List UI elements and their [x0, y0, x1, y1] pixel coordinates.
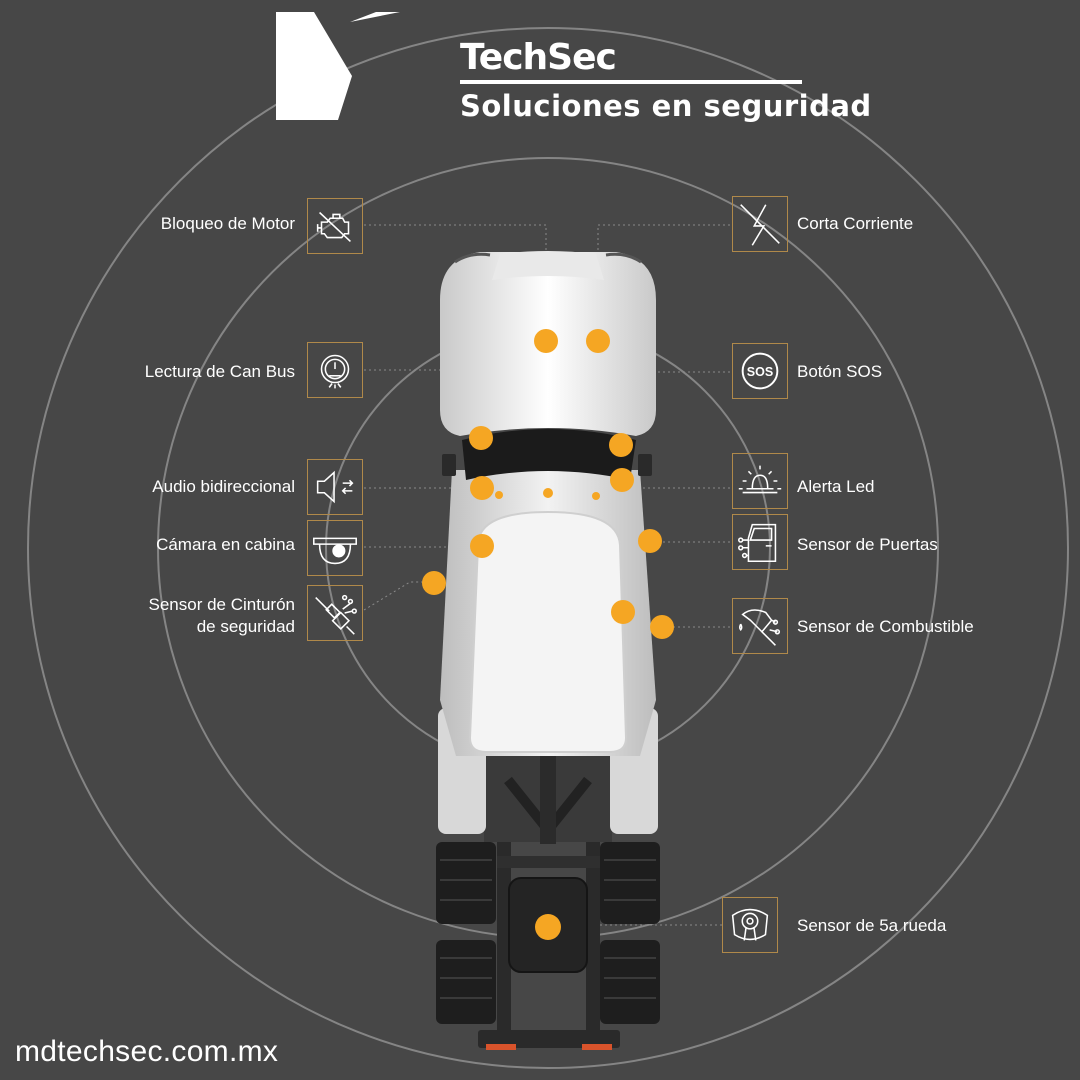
sensor-marker-engine [534, 329, 558, 353]
brand-divider [460, 80, 802, 84]
sos-icon-text: SOS [747, 365, 773, 379]
feature-label-fuel-sensor: Sensor de Combustible [797, 617, 974, 636]
sensor-marker-cab-left [469, 426, 493, 450]
sensor-marker-audio [470, 476, 494, 500]
sensor-marker-light [543, 488, 553, 498]
truck-bumper-rear [478, 1030, 620, 1048]
feature-label-engine-block: Bloqueo de Motor [160, 214, 295, 233]
truck-rear-wheel [600, 842, 660, 924]
sensor-marker-light [495, 491, 503, 499]
sensor-marker-camera [470, 534, 494, 558]
truck-frame-rail-left [497, 840, 511, 1040]
sensor-marker-doors [638, 529, 662, 553]
truck-rear-wheel [436, 842, 496, 924]
truck-mirror-right [638, 454, 652, 476]
siren-icon [732, 453, 788, 509]
sensor-marker-fuel [650, 615, 674, 639]
truck-roof-fairing [468, 510, 628, 753]
truck-rear-wheel [600, 940, 660, 1024]
sensor-markers [422, 329, 674, 940]
dome-camera-icon [307, 520, 363, 576]
feature-label-fifth-wheel: Sensor de 5a rueda [797, 916, 947, 935]
truck-frame-rail-right [586, 840, 600, 1040]
truck-crossmember [497, 856, 600, 868]
sensor-marker-fifth-wheel [535, 914, 561, 940]
seatbelt-icon [307, 585, 363, 641]
sensor-marker-seatbelt [422, 571, 446, 595]
brand-tagline: Soluciones en seguridad [460, 89, 872, 123]
feature-label-seatbelt-line1: Sensor de Cinturón [148, 595, 295, 614]
speaker-icon [307, 459, 363, 515]
sensor-marker-power [586, 329, 610, 353]
door-icon [732, 514, 788, 570]
gauge-icon [307, 342, 363, 398]
feature-label-door-sensor: Sensor de Puertas [797, 535, 938, 554]
sensor-marker-fuel-tank [611, 600, 635, 624]
sensor-marker-cab-right [609, 433, 633, 457]
sensor-marker-led [610, 468, 634, 492]
truck-mirror-left [442, 454, 456, 476]
feature-label-led-alert: Alerta Led [797, 477, 875, 496]
feature-label-can-bus: Lectura de Can Bus [144, 362, 295, 381]
truck-rear-wheel [436, 940, 496, 1024]
fifth-wheel-icon [722, 897, 778, 953]
fuel-nozzle-icon [732, 598, 788, 654]
truck-windshield [462, 429, 636, 480]
website-link[interactable]: mdtechsec.com.mx [15, 1035, 279, 1068]
connector-engine [364, 224, 547, 340]
sos-icon: SOS [732, 343, 788, 399]
brand-logo-icon [276, 12, 400, 120]
feature-label-seatbelt: Sensor de Cinturón de seguridad [149, 594, 295, 638]
sensor-marker-light [592, 492, 600, 500]
feature-label-audio: Audio bidireccional [152, 477, 295, 496]
power-cut-icon [732, 196, 788, 252]
feature-label-sos: Botón SOS [797, 362, 883, 381]
range-ring-outer [27, 27, 1069, 1069]
engine-block-icon [307, 198, 363, 254]
feature-label-cabin-camera: Cámara en cabina [156, 535, 295, 554]
brand-name: TechSec [460, 37, 617, 78]
feature-label-power-cut: Corta Corriente [797, 214, 914, 233]
feature-label-seatbelt-line2: de seguridad [196, 617, 295, 636]
connector-power [597, 224, 730, 340]
